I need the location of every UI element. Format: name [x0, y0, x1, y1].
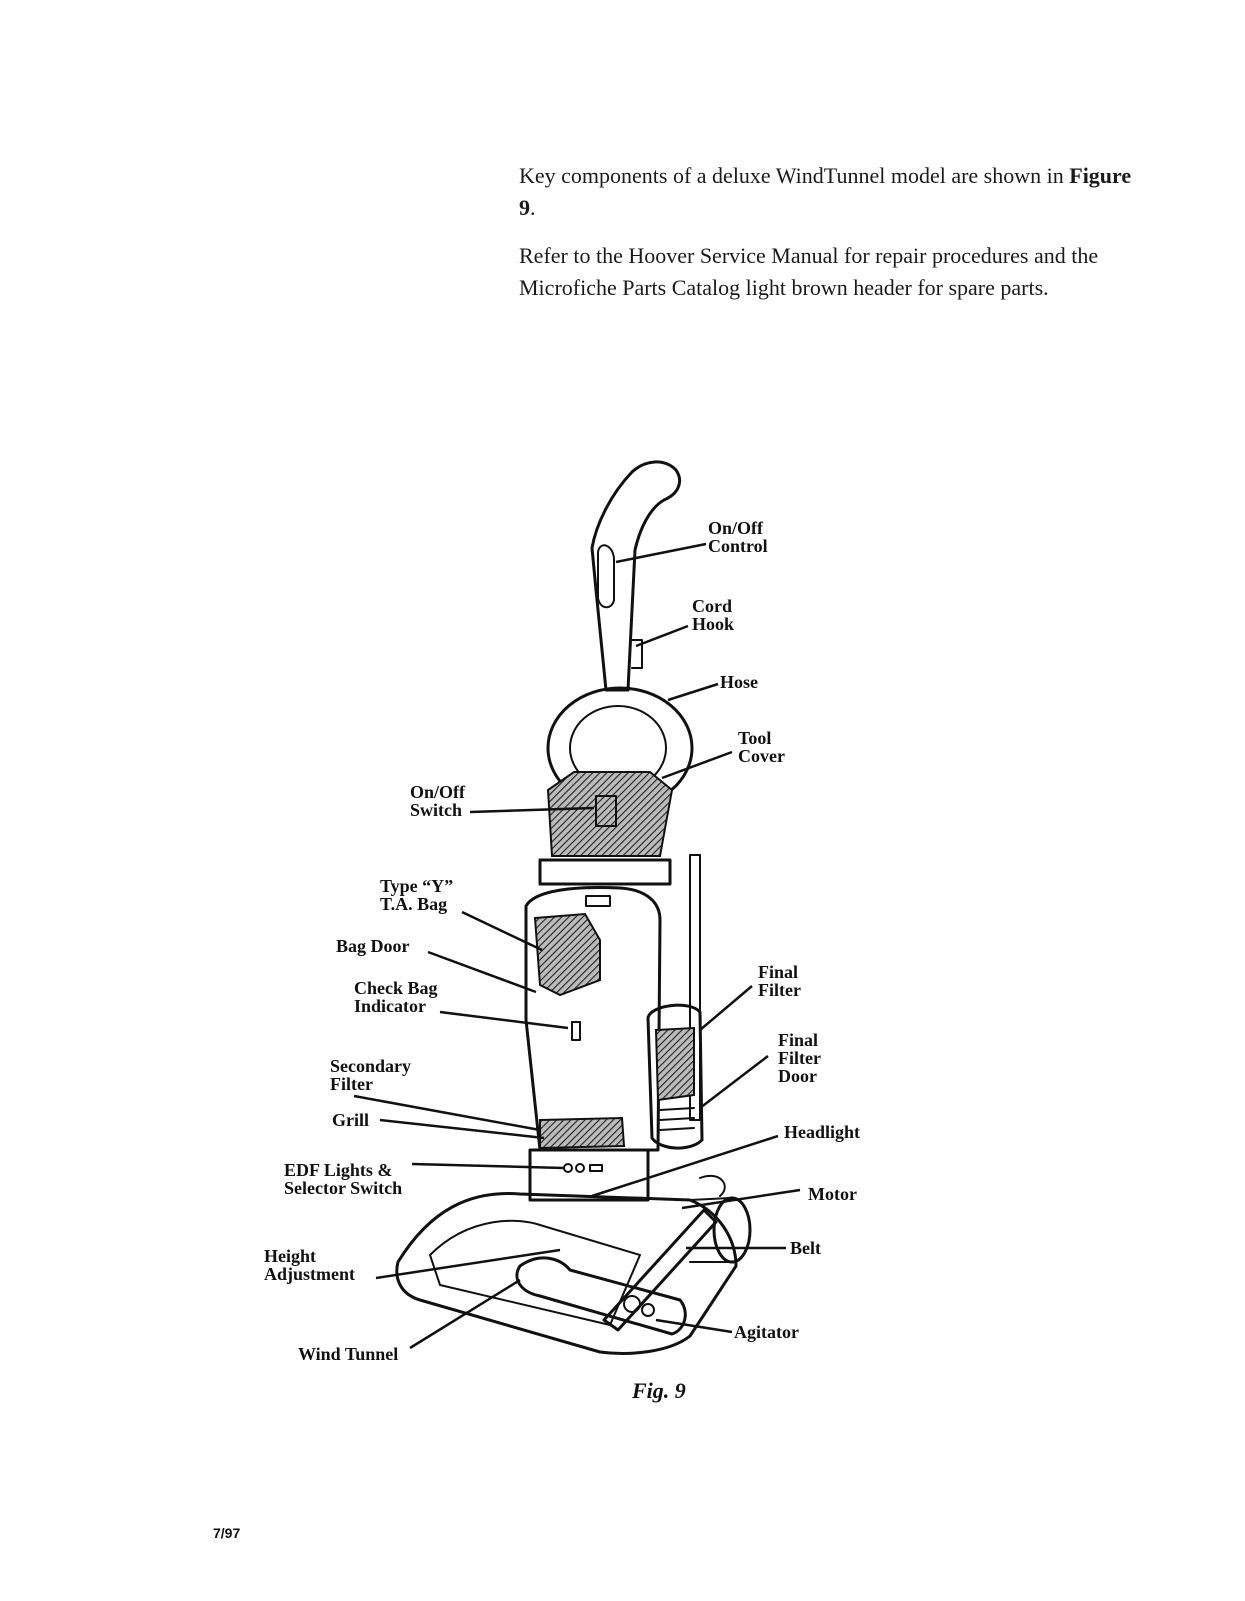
label-motor: Motor: [808, 1184, 857, 1204]
label-hose: Hose: [720, 672, 758, 692]
label-check-bag-indicator: Check Bag Indicator: [354, 978, 442, 1016]
label-agitator: Agitator: [734, 1322, 799, 1342]
page-date: 7/97: [213, 1525, 241, 1541]
leader-lines: [353, 542, 801, 1350]
intro-paragraph-1: Key components of a deluxe WindTunnel mo…: [519, 160, 1139, 224]
intro-paragraph-2: Refer to the Hoover Service Manual for r…: [519, 243, 1099, 300]
label-wind-tunnel: Wind Tunnel: [298, 1344, 398, 1364]
component-labels: On/Off Control Cord Hook Hose Tool Cover…: [264, 518, 860, 1364]
intro-paragraph-1-end: .: [530, 195, 536, 220]
label-belt: Belt: [790, 1238, 821, 1258]
vacuum-illustration: [395, 460, 752, 1355]
intro-paragraph-1-text: Key components of a deluxe WindTunnel mo…: [519, 163, 1070, 188]
label-height-adjustment: Height Adjustment: [264, 1246, 355, 1284]
label-secondary-filter: Secondary Filter: [330, 1056, 416, 1094]
intro-text: Key components of a deluxe WindTunnel mo…: [519, 160, 1139, 320]
label-edf-lights: EDF Lights & Selector Switch: [284, 1160, 402, 1198]
label-final-filter: Final Filter: [758, 962, 803, 1000]
label-on-off-control: On/Off Control: [708, 518, 768, 556]
label-bag-door: Bag Door: [336, 936, 410, 956]
label-type-y-bag: Type “Y” T.A. Bag: [380, 876, 458, 914]
label-on-off-switch: On/Off Switch: [410, 782, 470, 820]
label-cord-hook: Cord Hook: [692, 596, 737, 634]
label-headlight: Headlight: [784, 1122, 860, 1142]
figure-reference: Figure 9: [519, 163, 1132, 220]
label-grill: Grill: [332, 1110, 369, 1130]
label-final-filter-door: Final Filter Door: [778, 1030, 825, 1086]
label-tool-cover: Tool Cover: [738, 728, 785, 766]
figure-caption: Fig. 9: [632, 1378, 686, 1403]
